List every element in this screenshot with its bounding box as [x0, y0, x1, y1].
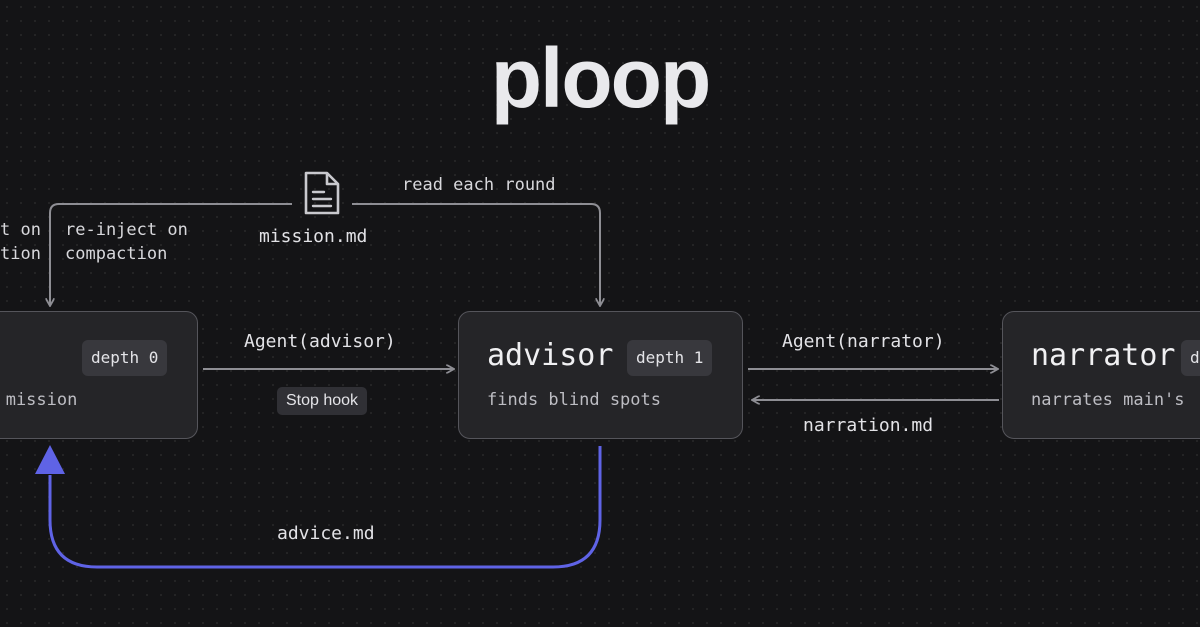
reinject-label: re-inject on compaction — [65, 218, 188, 266]
reinject-label-cut: t on tion — [0, 218, 41, 266]
narrator-node-desc: narrates main's — [1031, 390, 1185, 410]
reinject-label-line2: compaction — [65, 244, 168, 264]
reinject-wire — [50, 203, 292, 305]
stop-hook-badge: Stop hook — [277, 387, 368, 415]
advisor-node: advisor depth 1 finds blind spots — [458, 311, 743, 439]
reinject-label-cut-line2: tion — [0, 244, 41, 264]
reinject-label-line1: re-inject on — [65, 220, 188, 240]
main-node-desc: he mission — [0, 390, 78, 410]
mission-file-label: mission.md — [259, 226, 368, 247]
main-node: n depth 0 he mission — [0, 311, 198, 439]
advisor-node-name: advisor — [487, 338, 614, 373]
advice-return-wire — [48, 446, 602, 569]
spawn-narrator-label: Agent(narrator) — [782, 331, 945, 352]
narrator-depth-badge: d — [1181, 340, 1200, 376]
document-icon — [304, 171, 340, 215]
spawn-advisor-label: Agent(advisor) — [244, 331, 396, 352]
read-each-round-label: read each round — [402, 175, 556, 195]
advisor-node-desc: finds blind spots — [487, 390, 661, 410]
narrator-node: narrator d narrates main's — [1002, 311, 1200, 439]
read-each-round-wire — [352, 203, 600, 305]
advice-file-label: advice.md — [277, 523, 375, 544]
narration-file-label: narration.md — [803, 415, 934, 436]
advice-arrowhead — [35, 445, 65, 474]
advisor-depth-badge: depth 1 — [627, 340, 713, 376]
main-depth-badge: depth 0 — [82, 340, 168, 376]
narrator-node-name: narrator — [1031, 338, 1176, 373]
reinject-label-cut-line1: t on — [0, 220, 41, 240]
diagram-title: ploop — [490, 31, 712, 125]
